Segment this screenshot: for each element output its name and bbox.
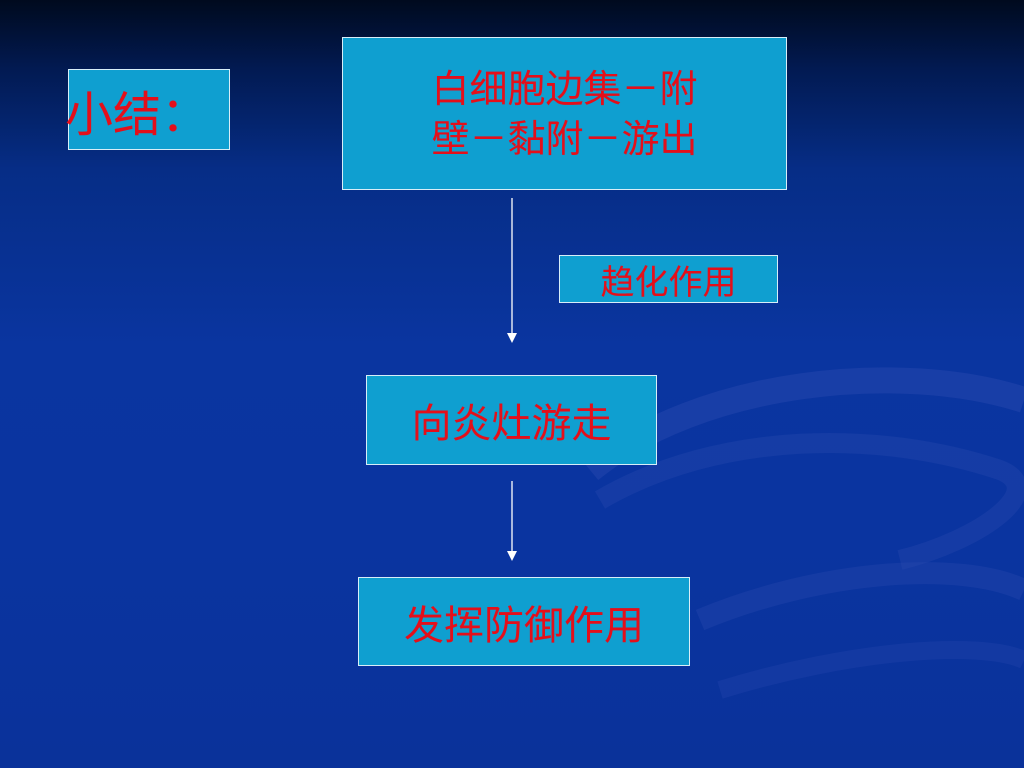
summary-title: 小结： bbox=[65, 69, 230, 150]
flow-step-1-line-2: 壁－黏附－游出 bbox=[431, 116, 698, 161]
arrow-label-box: 趋化作用 bbox=[559, 255, 778, 303]
arrow-step1-to-step2 bbox=[507, 198, 517, 343]
flow-step-2-text: 向炎灶游走 bbox=[411, 401, 612, 447]
flow-step-1-line-1: 白细胞边集－附 bbox=[431, 66, 698, 111]
arrow-label-text: 趋化作用 bbox=[600, 262, 737, 303]
flow-step-2-box: 向炎灶游走 bbox=[366, 375, 657, 465]
flow-step-1-box: 白细胞边集－附 壁－黏附－游出 bbox=[342, 37, 787, 190]
flow-step-3-text: 发挥防御作用 bbox=[404, 602, 644, 649]
flow-step-3-box: 发挥防御作用 bbox=[358, 577, 690, 666]
arrow-step2-to-step3 bbox=[507, 481, 517, 561]
summary-title-text: 小结： bbox=[65, 86, 210, 143]
